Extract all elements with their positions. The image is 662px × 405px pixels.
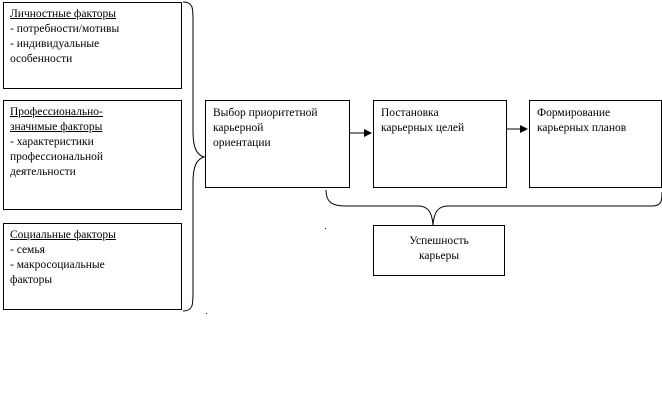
social-factors-item: факторы (10, 274, 53, 286)
personal-factors-title: Личностные факторы (10, 8, 117, 20)
social-factors-item: - семья (10, 244, 45, 256)
step-line: Постановка (381, 107, 439, 119)
step-line: карьерной (213, 122, 264, 134)
professional-factors-box: Профессионально- значимые факторы - хара… (3, 100, 182, 210)
steps-brace (325, 189, 662, 226)
personal-factors-box: Личностные факторы - потребности/мотивы … (3, 2, 182, 89)
personal-factors-item: - индивидуальные (10, 38, 100, 50)
social-factors-item: - макросоциальные (10, 259, 105, 271)
professional-factors-item: - характеристики (10, 136, 94, 148)
result-line: карьеры (418, 250, 460, 262)
stray-dot (325, 228, 326, 229)
priority-orientation-box: Выбор приоритетной карьерной ориентации (205, 100, 350, 188)
step-line: Формирование (537, 107, 611, 119)
professional-factors-item: деятельности (10, 166, 76, 178)
step-line: Выбор приоритетной (213, 107, 318, 119)
personal-factors-item: особенности (10, 53, 73, 65)
step-line: карьерных целей (381, 122, 465, 134)
result-line: Успешность (409, 235, 469, 247)
professional-factors-title: Профессионально- (10, 106, 103, 118)
personal-factors-item: - потребности/мотивы (10, 23, 120, 35)
professional-factors-title: значимые факторы (10, 121, 103, 133)
stray-dot (206, 313, 207, 314)
career-success-box: Успешность карьеры (373, 225, 505, 276)
professional-factors-item: профессиональной (10, 151, 104, 163)
step-line: карьерных планов (537, 122, 627, 134)
career-plans-box: Формирование карьерных планов (529, 100, 662, 188)
step-line: ориентации (213, 137, 271, 149)
social-factors-title: Социальные факторы (10, 229, 116, 241)
factors-brace (182, 1, 206, 312)
social-factors-box: Социальные факторы - семья - макросоциал… (3, 223, 182, 310)
career-goals-box: Постановка карьерных целей (373, 100, 507, 188)
